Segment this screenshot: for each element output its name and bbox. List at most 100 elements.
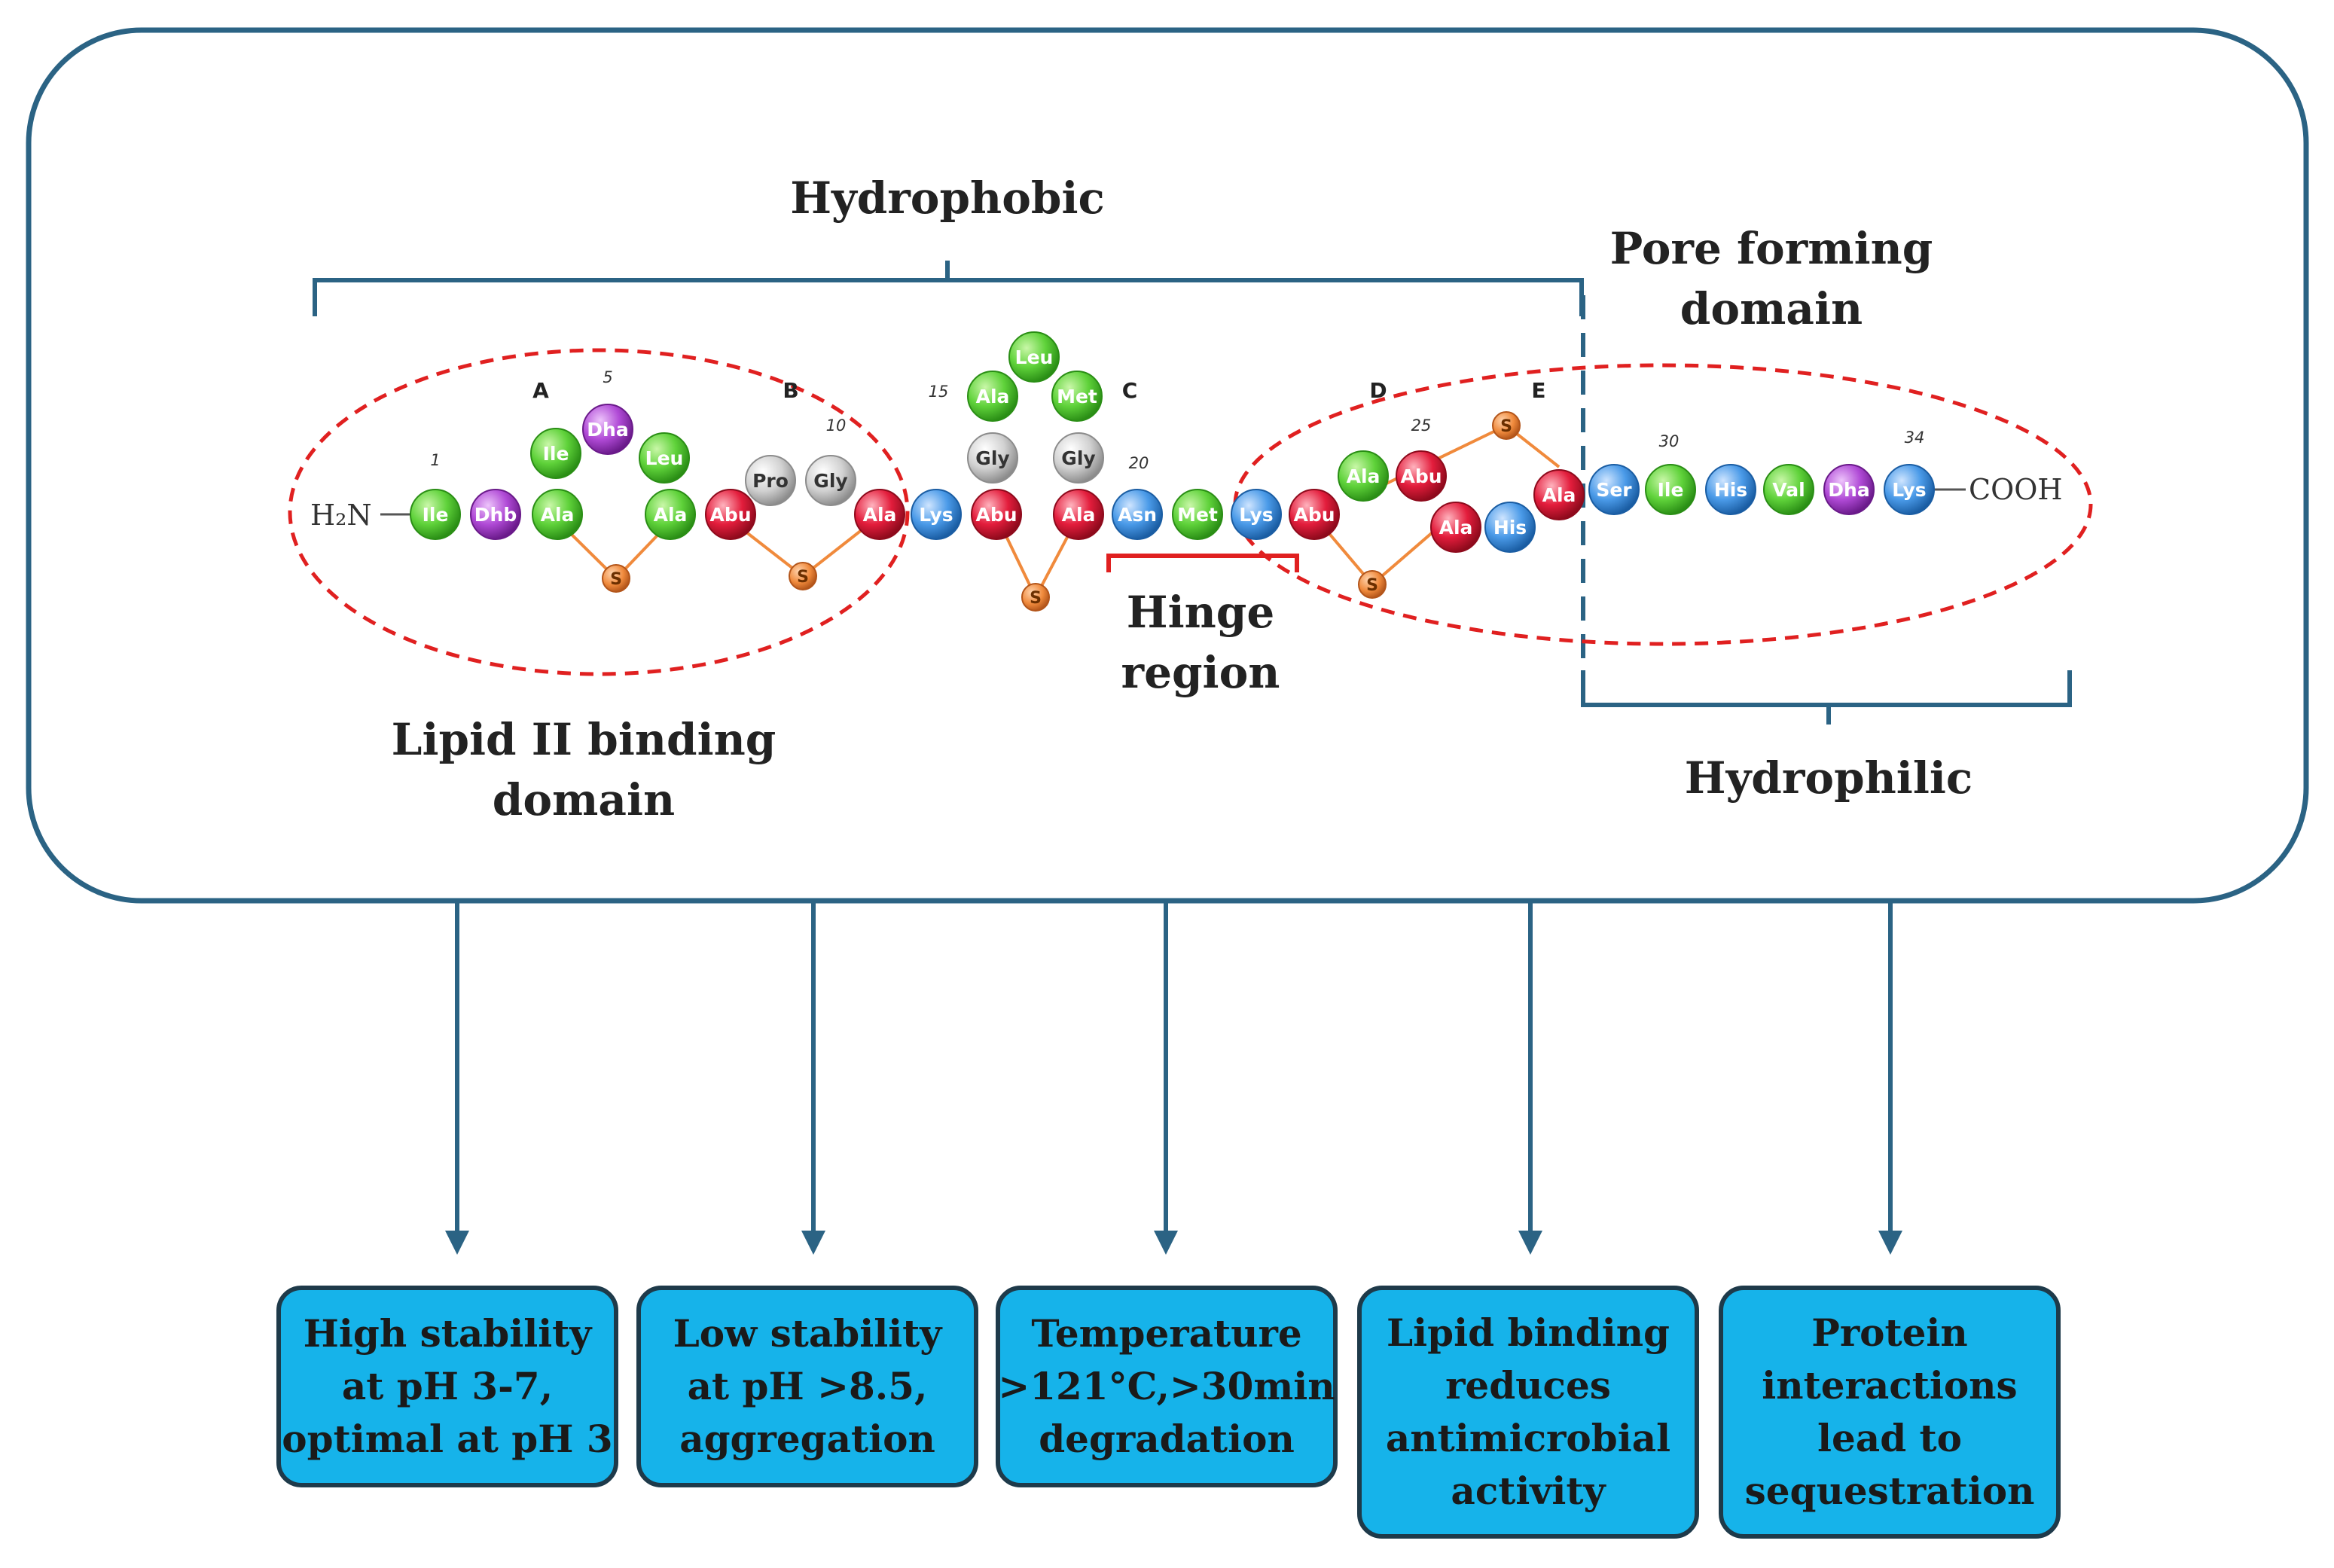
property-box-text: reduces — [1445, 1363, 1611, 1408]
residue-ala-3: Ala — [532, 489, 583, 540]
sulfur-atom: S — [1021, 583, 1050, 612]
residue-label: Dha — [1828, 479, 1869, 501]
property-box-4: Lipid bindingreducesantimicrobialactivit… — [1357, 1286, 1699, 1539]
residue-label: Gly — [975, 447, 1009, 469]
residue-label: Met — [1177, 504, 1218, 526]
residue-bead — [1172, 489, 1223, 540]
residue-bead — [1823, 464, 1875, 515]
position-number-30: 30 — [1659, 432, 1680, 450]
residue-label: Val — [1772, 479, 1805, 501]
residue-ala-7: Ala — [645, 489, 696, 540]
residue-label: Ala — [654, 504, 688, 526]
residue-bead — [1338, 450, 1389, 502]
residue-label: Ala — [1439, 517, 1473, 538]
c-terminus: COOH — [1969, 473, 2063, 506]
residue-ile-1: Ile — [410, 489, 461, 540]
residue-bead — [470, 489, 521, 540]
property-box-text: lead to — [1817, 1416, 1962, 1460]
pore-forming-label: Pore forming — [1610, 223, 1933, 274]
ring-label-b: B — [783, 378, 798, 403]
residue-label: Lys — [1239, 504, 1273, 526]
svg-text:S: S — [797, 568, 809, 587]
position-number-15: 15 — [929, 383, 949, 401]
residue-bead — [582, 404, 633, 455]
residue-his-27: His — [1484, 502, 1536, 553]
residue-label: Met — [1057, 386, 1097, 407]
residue-ile-4: Ile — [530, 428, 581, 479]
residue-label: Ile — [423, 504, 449, 526]
residue-bead — [1231, 489, 1282, 540]
residue-label: Ala — [541, 504, 575, 526]
residue-met-17: Met — [1051, 371, 1103, 422]
position-number-25: 25 — [1411, 416, 1432, 435]
residue-label: Dha — [587, 419, 628, 441]
residue-bead — [639, 432, 690, 484]
residue-label: Ala — [1542, 484, 1576, 506]
residue-bead — [530, 428, 581, 479]
property-box-text: sequestration — [1745, 1469, 2035, 1513]
n-terminus: H₂N — [310, 499, 372, 532]
residue-bead — [1053, 489, 1104, 540]
ring-label-d: D — [1369, 378, 1387, 403]
residue-dhb-2: Dhb — [470, 489, 521, 540]
residue-ala-28: Ala — [1533, 469, 1585, 520]
lipid-binding-label-line2: domain — [493, 774, 675, 825]
lipid-binding-label: Lipid II binding — [392, 714, 776, 765]
residue-bead — [745, 455, 796, 506]
arrow-2 — [801, 901, 825, 1255]
residue-label: Ala — [1347, 465, 1381, 487]
property-box-text: antimicrobial — [1386, 1416, 1670, 1460]
property-box-text: optimal at pH 3 — [282, 1417, 612, 1461]
svg-text:S: S — [1500, 417, 1512, 436]
property-box-text: aggregation — [679, 1417, 935, 1461]
arrow-4 — [1518, 901, 1542, 1255]
lipid-binding-ellipse — [288, 348, 910, 676]
residue-bead — [1884, 464, 1935, 515]
residue-dha-5: Dha — [582, 404, 633, 455]
property-box-text: at pH 3-7, — [342, 1364, 553, 1408]
residue-bead — [1112, 489, 1163, 540]
residue-label: Ile — [1658, 479, 1684, 501]
residue-label: Ser — [1596, 479, 1632, 501]
hinge-label: Hinge — [1127, 587, 1274, 638]
residue-bead — [971, 489, 1022, 540]
residue-bead — [1430, 502, 1481, 553]
residue-met-21: Met — [1172, 489, 1223, 540]
residue-dha-33: Dha — [1823, 464, 1875, 515]
residue-bead — [410, 489, 461, 540]
position-number-34: 34 — [1905, 429, 1925, 447]
residue-ala-24: Ala — [1338, 450, 1389, 502]
position-number-5: 5 — [603, 368, 612, 386]
residue-label: Leu — [645, 447, 684, 469]
residue-abu-23: Abu — [1289, 489, 1340, 540]
svg-text:S: S — [610, 570, 622, 589]
residue-bead — [1051, 371, 1103, 422]
ring-label-e: E — [1531, 378, 1545, 403]
residue-abu-13: Abu — [971, 489, 1022, 540]
residue-lys-34: Lys — [1884, 464, 1935, 515]
residue-bead — [1705, 464, 1756, 515]
property-box-text: Low stability — [673, 1311, 944, 1356]
residue-his-31: His — [1705, 464, 1756, 515]
residue-label: Lys — [919, 504, 953, 526]
residue-bead — [532, 489, 583, 540]
residue-ser-29: Ser — [1588, 464, 1640, 515]
residue-ala-11: Ala — [854, 489, 905, 540]
residue-bead — [1533, 469, 1585, 520]
residue-label: Ala — [863, 504, 897, 526]
arrow-1 — [445, 901, 469, 1255]
residue-label: Ile — [543, 443, 569, 465]
residue-leu-6: Leu — [639, 432, 690, 484]
residue-bead — [1289, 489, 1340, 540]
residue-label: Asn — [1118, 504, 1157, 526]
property-box-text: Temperature — [1031, 1311, 1301, 1356]
residue-lys-12: Lys — [911, 489, 962, 540]
pore-forming-label-line2: domain — [1680, 283, 1863, 334]
arrow-5 — [1878, 901, 1902, 1255]
residue-label: Ala — [1062, 504, 1096, 526]
